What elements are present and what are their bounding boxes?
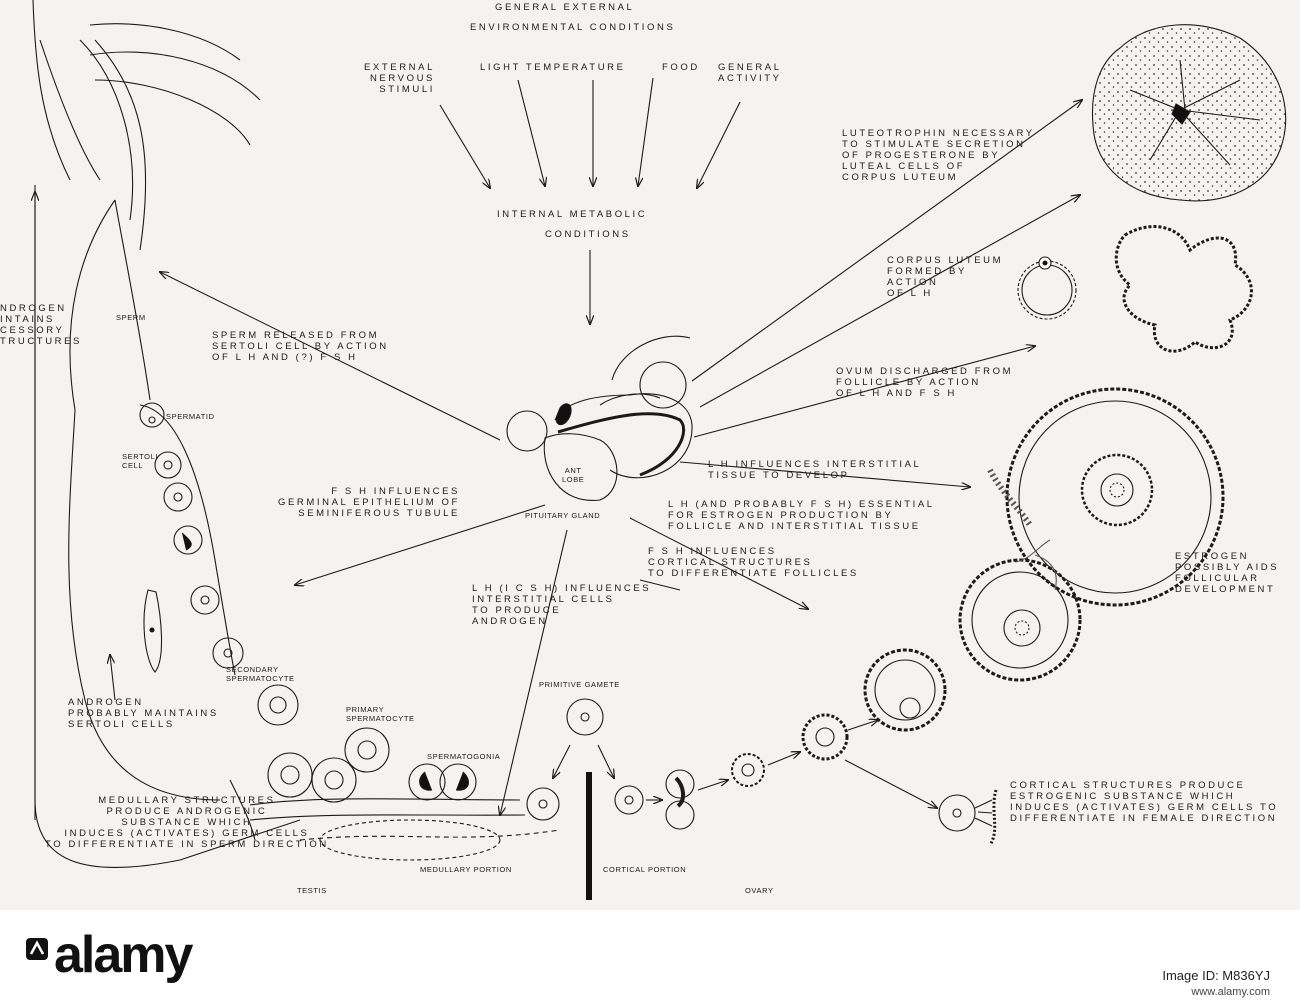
label-androgen-maintains: NDROGEN INTAINS CESSORY TRUCTURES xyxy=(0,303,82,347)
label-pituitary-gland: PITUITARY GLAND xyxy=(525,511,601,520)
stock-footer: alamy Image ID: M836YJ www.alamy.com xyxy=(0,910,1300,1000)
arrow-pituitary-to-sperm xyxy=(160,272,501,441)
diagram-artwork xyxy=(0,0,1287,900)
label-spermatogonia: SPERMATOGONIA xyxy=(427,752,501,761)
label-corpus-luteum: CORPUS LUTEUM FORMED BY ACTION OF L H xyxy=(887,255,1004,299)
label-food: FOOD xyxy=(662,62,700,73)
label-lh-icsh: L H (I C S H) INFLUENCES INTERSTITIAL CE… xyxy=(472,583,652,627)
label-environmental-conditions: ENVIRONMENTAL CONDITIONS xyxy=(470,22,676,33)
label-medullary-structures: MEDULLARY STRUCTURES PRODUCE ANDROGENIC … xyxy=(45,795,329,850)
label-cortical-structures: CORTICAL STRUCTURES PRODUCE ESTROGENIC S… xyxy=(1010,780,1279,824)
arrow-pituitary-to-luteal-cells xyxy=(691,100,1082,382)
label-primitive-gamete: PRIMITIVE GAMETE xyxy=(539,680,620,689)
arrow-pituitary-to-follicle xyxy=(693,346,1035,438)
diagram-plate: GENERAL EXTERNAL ENVIRONMENTAL CONDITION… xyxy=(0,0,1300,910)
label-primary-spermatocyte: PRIMARY SPERMATOCYTE xyxy=(346,705,415,723)
arrow-light-to-metabolic xyxy=(517,79,545,186)
label-spermatid: SPERMATID xyxy=(166,412,215,421)
corpus-luteum-drawing xyxy=(1091,24,1287,202)
testis-sequence-drawing xyxy=(139,402,561,861)
site-url[interactable]: www.alamy.com xyxy=(1191,986,1270,998)
arrow-pituitary-to-interstitial xyxy=(500,529,568,815)
label-ovum-discharged: OVUM DISCHARGED FROM FOLLICLE BY ACTION … xyxy=(836,366,1014,399)
ruptured-follicle-drawing xyxy=(1017,225,1253,353)
pituitary-gland-drawing xyxy=(506,335,693,501)
label-general-external: GENERAL EXTERNAL xyxy=(495,2,635,13)
label-medullary-portion: MEDULLARY PORTION xyxy=(420,865,512,874)
seminiferous-tubule-drawing xyxy=(33,0,681,869)
label-lh-fsh-essential: L H (AND PROBABLY F S H) ESSENTIAL FOR E… xyxy=(668,499,935,532)
alamy-logo[interactable]: alamy xyxy=(24,924,294,986)
label-testis: TESTIS xyxy=(297,886,327,895)
label-luteotrophin: LUTEOTROPHIN NECESSARY TO STIMULATE SECR… xyxy=(842,128,1035,183)
label-sperm: SPERM xyxy=(116,313,146,322)
label-fsh-cortical: F S H INFLUENCES CORTICAL STRUCTURES TO … xyxy=(648,546,859,579)
label-general-activity: GENERAL ACTIVITY xyxy=(718,62,782,84)
label-light-temperature: LIGHT TEMPERATURE xyxy=(480,62,626,73)
arrow-pituitary-to-corpus-luteum xyxy=(699,195,1080,408)
arrow-nervous-to-metabolic xyxy=(439,104,490,188)
ovarian-follicles-drawing xyxy=(731,387,1225,787)
label-sertoli-cell: SERTOLI CELL xyxy=(122,452,159,470)
arrow-activity-to-metabolic xyxy=(697,101,741,188)
label-fsh-germinal: F S H INFLUENCES GERMINAL EPITHELIUM OF … xyxy=(278,486,460,519)
label-ovary: OVARY xyxy=(745,886,774,895)
cortical-sequence-drawing xyxy=(553,698,998,900)
arrow-pituitary-to-tubule xyxy=(295,504,546,585)
arrow-pituitary-to-interstitial-tissue xyxy=(679,461,970,487)
alamy-mark-icon xyxy=(26,938,48,960)
arrow-pituitary-to-follicles xyxy=(629,517,808,609)
brand-name: alamy xyxy=(54,926,193,984)
label-lh-interstitial: L H INFLUENCES INTERSTITIAL TISSUE TO DE… xyxy=(708,459,922,481)
connector-cortical xyxy=(639,579,681,591)
image-id: Image ID: M836YJ xyxy=(1162,968,1270,983)
label-ant-lobe: ANT LOBE xyxy=(562,466,585,484)
label-androgen-sertoli: ANDROGEN PROBABLY MAINTAINS SERTOLI CELL… xyxy=(68,697,219,730)
label-estrogen-aids: ESTROGEN POSSIBLY AIDS FOLLICULAR DEVELO… xyxy=(1175,551,1280,595)
arrow-food-to-metabolic xyxy=(638,77,654,186)
label-sperm-released: SPERM RELEASED FROM SERTOLI CELL BY ACTI… xyxy=(212,330,389,363)
label-external-nervous-stimuli: EXTERNAL NERVOUS STIMULI xyxy=(364,62,435,95)
label-internal-metabolic: INTERNAL METABOLIC xyxy=(497,209,648,220)
label-secondary-spermatocyte: SECONDARY SPERMATOCYTE xyxy=(226,665,295,683)
label-cortical-portion: CORTICAL PORTION xyxy=(603,865,687,874)
label-conditions: CONDITIONS xyxy=(545,229,631,240)
